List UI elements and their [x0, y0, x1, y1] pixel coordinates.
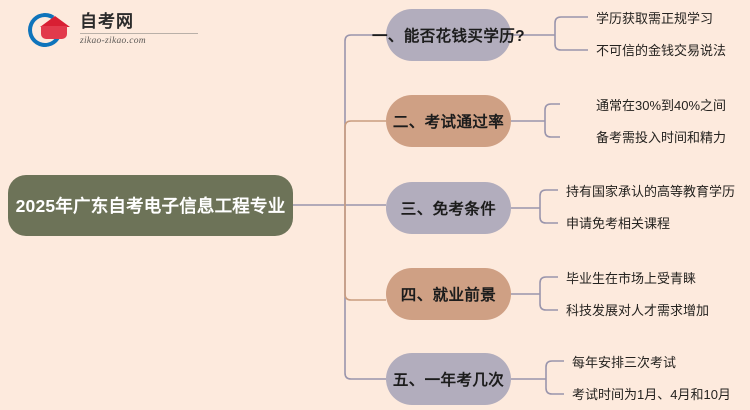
root-node[interactable]: 2025年广东自考电子信息工程专业: [8, 175, 293, 236]
leaf-node-5-1: 每年安排三次考试: [572, 355, 677, 370]
leaf-node-3-2: 申请免考相关课程: [566, 216, 671, 231]
leaf-node-2-2: 备考需投入时间和精力: [596, 130, 727, 145]
logo-divider: [80, 33, 198, 35]
logo-book-icon: [41, 26, 67, 39]
leaf-node-1-2: 不可信的金钱交易说法: [596, 43, 727, 58]
branch-node-1[interactable]: 一、能否花钱买学历?: [372, 9, 525, 61]
site-logo[interactable]: 自考网 zikao-zikao.com: [24, 8, 218, 52]
leaf-node-3-1: 持有国家承认的高等教育学历: [566, 184, 736, 199]
leaf-node-4-1: 毕业生在市场上受青睐: [566, 271, 697, 286]
leaf-node-5-2: 考试时间为1月、4月和10月: [572, 387, 731, 402]
logo-domain: zikao-zikao.com: [80, 36, 146, 47]
branch-node-4[interactable]: 四、就业前景: [386, 268, 511, 320]
logo-site-name: 自考网: [80, 12, 134, 32]
logo-mark-icon: [24, 9, 72, 51]
branch-node-2[interactable]: 二、考试通过率: [386, 95, 511, 147]
branch-node-5[interactable]: 五、一年考几次: [386, 353, 511, 405]
leaf-node-2-1: 通常在30%到40%之间: [596, 98, 727, 113]
logo-text-block: 自考网 zikao-zikao.com: [80, 13, 198, 47]
logo-graduation-cap-icon: [40, 16, 70, 27]
leaf-node-1-1: 学历获取需正规学习: [596, 11, 714, 26]
branch-node-3[interactable]: 三、免考条件: [386, 182, 511, 234]
leaf-node-4-2: 科技发展对人才需求增加: [566, 303, 710, 318]
